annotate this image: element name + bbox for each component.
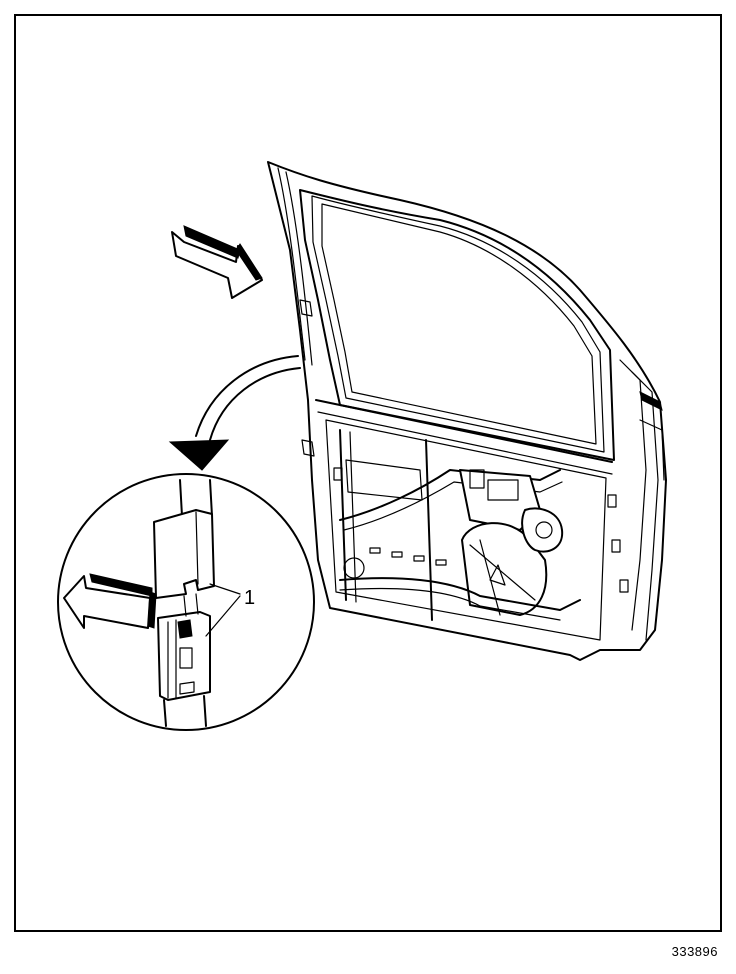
figure-id: 333896 [671, 944, 718, 959]
detail-magnifier [57, 473, 315, 731]
pull-arrow-icon [63, 573, 157, 629]
callout-1: 1 [205, 583, 255, 637]
curved-arrow-icon [168, 355, 301, 471]
callout-label: 1 [244, 587, 255, 609]
door-assembly [267, 161, 667, 661]
diagram-frame [14, 14, 722, 932]
push-arrow-icon [171, 225, 263, 299]
